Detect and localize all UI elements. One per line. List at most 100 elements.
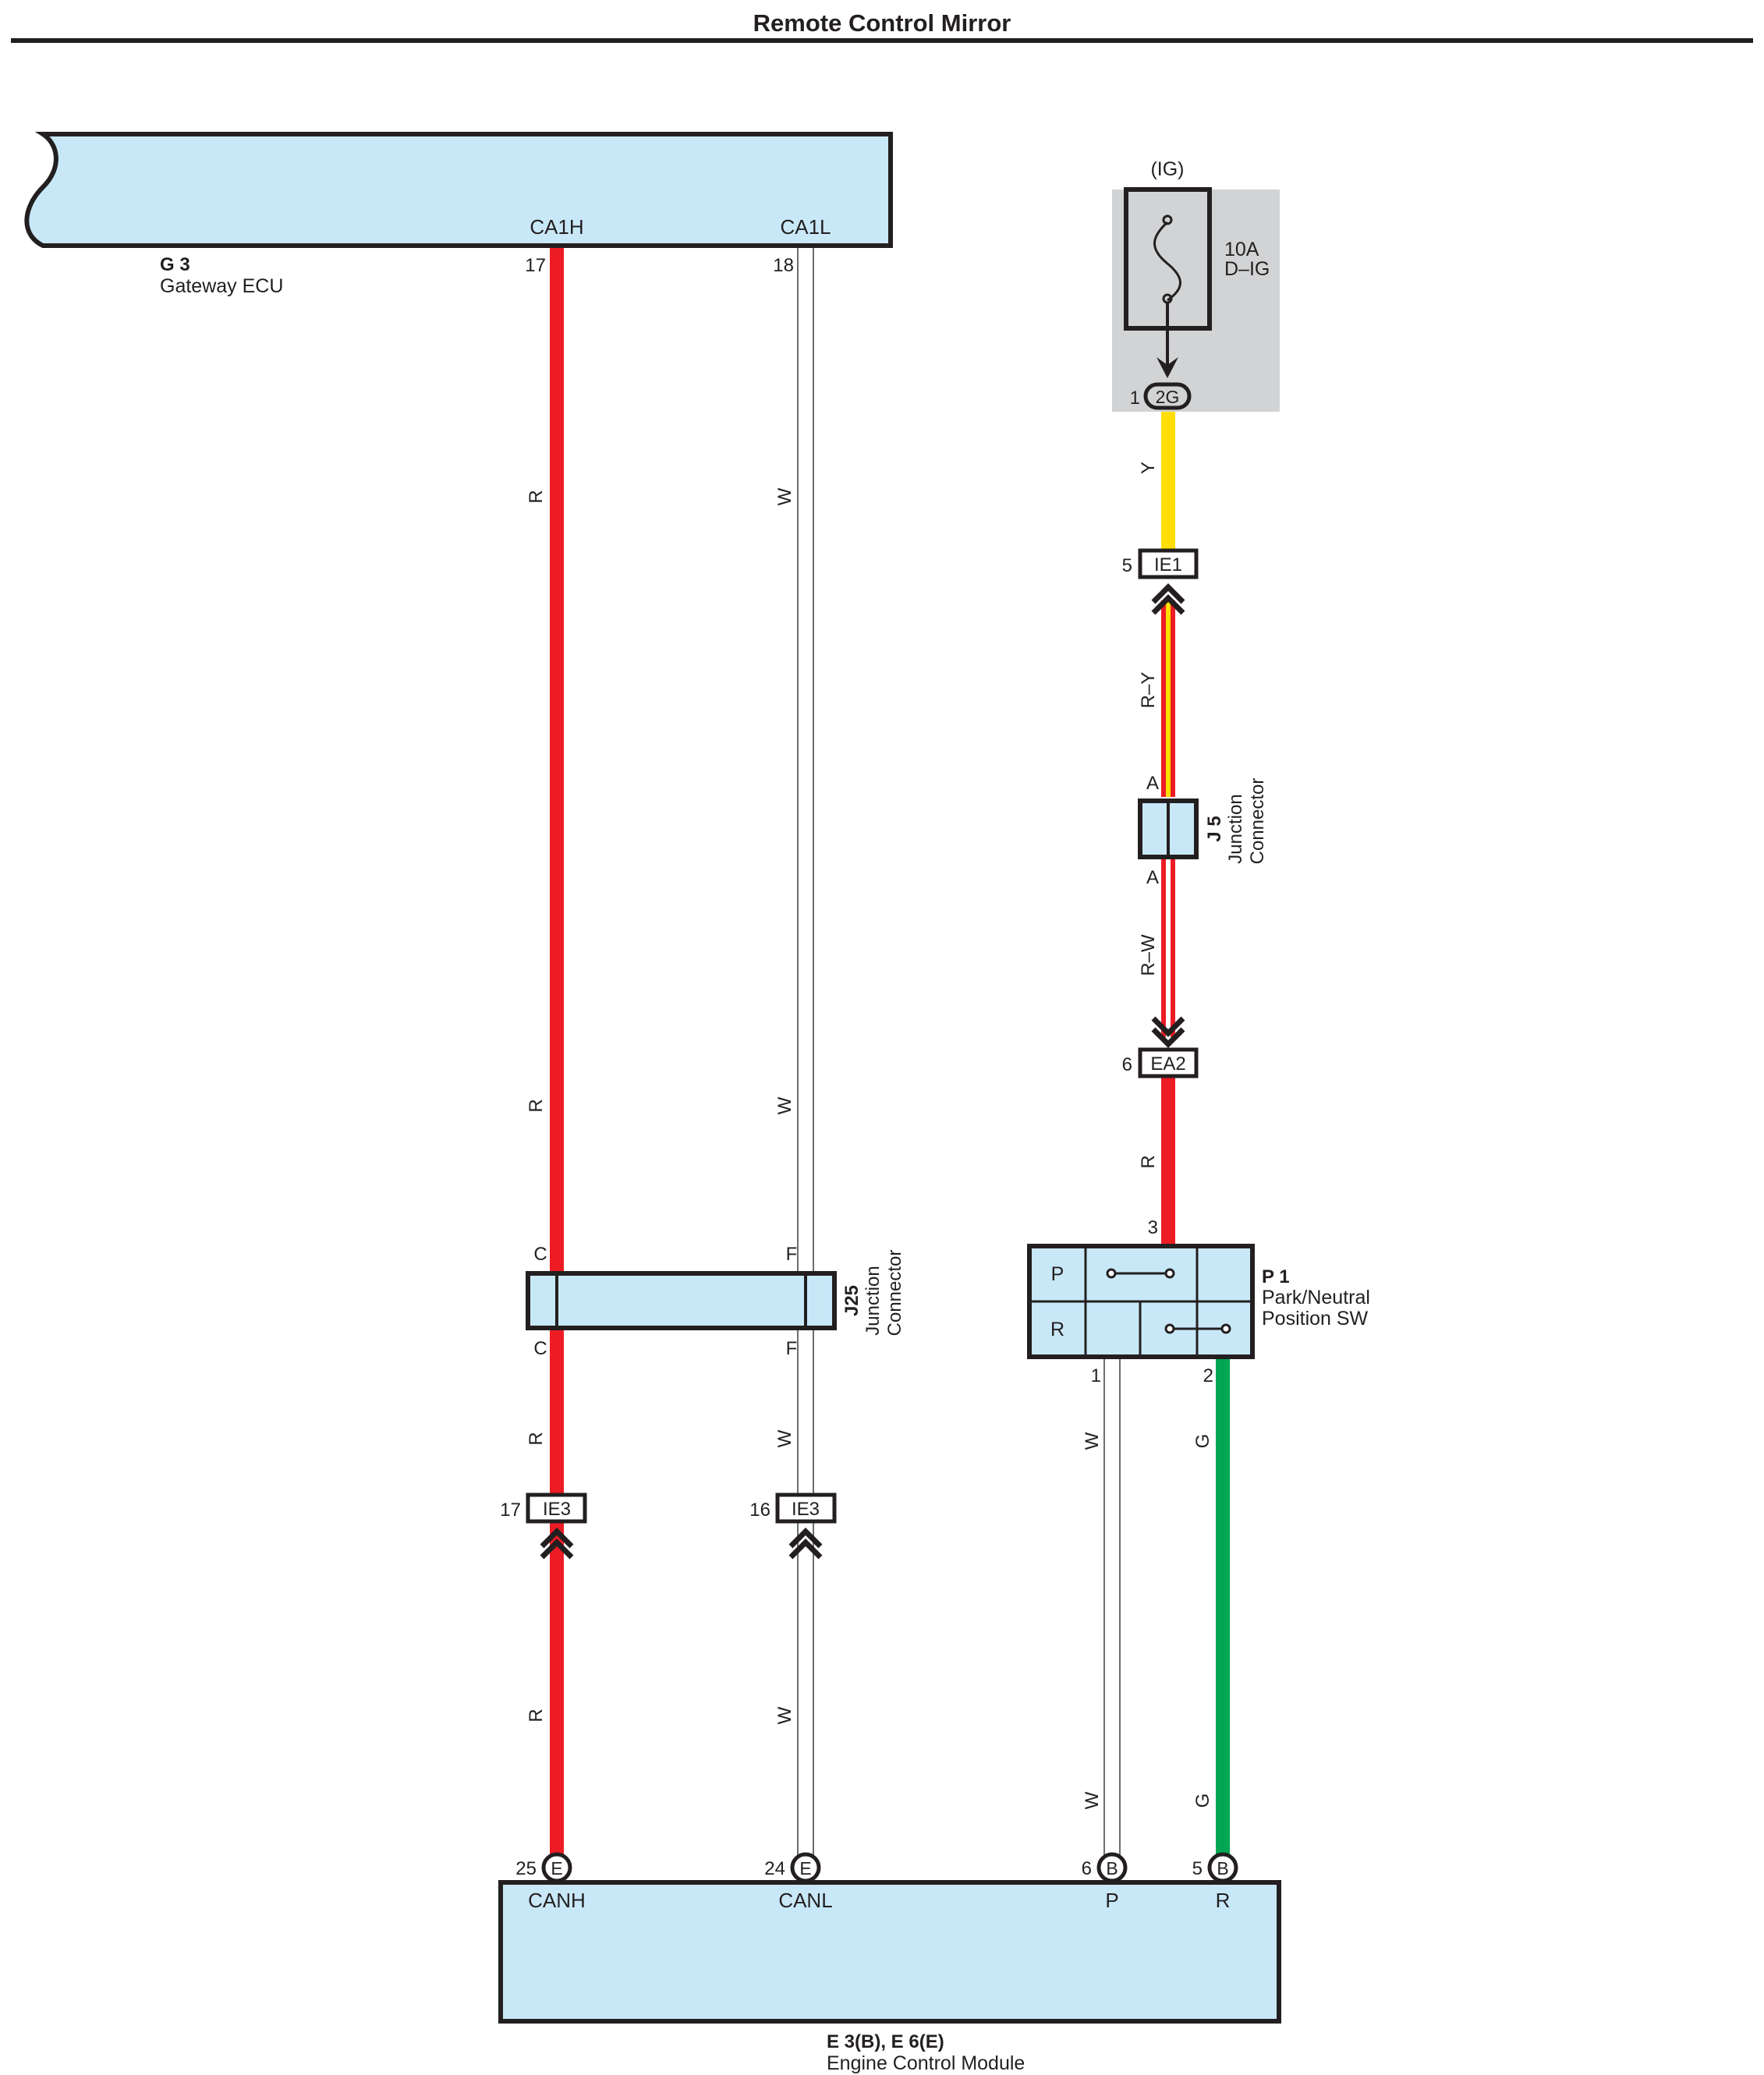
ecm-pin-canl-no: 24 [764, 1858, 785, 1879]
p1-contact-p-icon [1106, 1268, 1175, 1279]
ie3-right-chevron-icon [788, 1528, 823, 1560]
ecm-code: E 3(B), E 6(E) [827, 2031, 944, 2052]
p1-pin-1: 1 [1091, 1365, 1101, 1386]
gateway-ecu-box [24, 132, 893, 248]
wire-label-canh-1: R [526, 490, 547, 503]
wire-label-g-p1-1: G [1192, 1434, 1213, 1449]
ecm-label-canl: CANL [778, 1889, 832, 1912]
fuse-element-icon [1153, 221, 1181, 302]
j25-pin-c-bottom: C [533, 1338, 547, 1359]
wire-label-y: Y [1138, 462, 1159, 474]
p1-row-r: R [1050, 1319, 1064, 1340]
fuse-rating: 10A [1224, 239, 1259, 260]
svg-text:E: E [551, 1858, 562, 1878]
fuse-conn-id: 2G [1156, 387, 1180, 407]
connector-ie3-left [526, 1493, 587, 1524]
ecm-pin-r-conn: B [1207, 1852, 1238, 1883]
ie3-left-chevron-icon [540, 1528, 574, 1560]
j25-code: J25 [841, 1285, 863, 1316]
ecm-label-r: R [1216, 1889, 1231, 1912]
wire-label-canl-4: W [774, 1706, 795, 1724]
wire-label-canl-1: W [774, 487, 795, 505]
fuse-conn-2g [1143, 382, 1192, 410]
svg-text:B: B [1106, 1858, 1118, 1878]
wire-label-canh-2: R [526, 1099, 547, 1112]
wire-label-g-p1-2: G [1192, 1793, 1213, 1808]
connector-ie3-left-pin: 17 [500, 1500, 521, 1521]
wire-label-rw: R–W [1138, 934, 1159, 976]
j25-line2: Connector [884, 1250, 905, 1337]
wire-ig-rw [1161, 858, 1175, 1037]
wire-label-ry: R–Y [1138, 672, 1159, 709]
fuse-source: (IG) [1150, 158, 1184, 180]
j25-pin-c-top: C [533, 1244, 547, 1265]
p1-pin-3: 3 [1148, 1217, 1158, 1238]
connector-ea2-pin: 6 [1122, 1054, 1132, 1075]
wire-p1-green [1216, 1357, 1230, 1868]
fuse-arrow-icon [1157, 357, 1178, 378]
p1-pin-2: 2 [1203, 1365, 1213, 1386]
wire-label-canl-3: W [774, 1429, 795, 1447]
wire-label-canh-3: R [526, 1432, 547, 1445]
j25-box [526, 1271, 837, 1330]
ecm-pin-p-conn: B [1096, 1852, 1128, 1883]
ecm-pin-p-no: 6 [1082, 1858, 1092, 1879]
wire-label-canh-4: R [526, 1709, 547, 1722]
p1-row-p: P [1051, 1263, 1064, 1285]
wire-p1-white [1103, 1357, 1121, 1868]
p1-contact-r-icon [1164, 1323, 1231, 1334]
connector-ie1-id: IE1 [1154, 554, 1182, 575]
fuse-conn-pin: 1 [1130, 388, 1140, 409]
ie1-chevron-icon [1151, 583, 1185, 615]
connector-ea2 [1138, 1047, 1199, 1078]
connector-ie3-left-id: IE3 [543, 1499, 571, 1520]
wire-label-canl-2: W [774, 1096, 795, 1114]
ecm-pin-canh-no: 25 [515, 1858, 537, 1879]
connector-ea2-id: EA2 [1150, 1053, 1185, 1075]
gateway-ecu-pin-ca1h: CA1H [530, 215, 583, 239]
p1-line2: Position SW [1262, 1308, 1369, 1330]
j5-pin-bottom: A [1146, 867, 1159, 888]
ecm-name: Engine Control Module [827, 2052, 1025, 2074]
connector-ie3-right [775, 1493, 837, 1524]
j5-line1: Junction [1225, 794, 1246, 863]
diagram-title: Remote Control Mirror [753, 9, 1011, 37]
wire-label-w-p1-2: W [1082, 1791, 1103, 1809]
j5-code: J 5 [1204, 816, 1225, 841]
svg-text:B: B [1217, 1858, 1228, 1878]
gateway-ecu-pin-18: 18 [773, 255, 794, 276]
gateway-ecu-code: G 3 [160, 254, 190, 275]
gateway-ecu-pin-ca1l: CA1L [780, 215, 831, 239]
connector-ie1 [1138, 548, 1199, 579]
gateway-ecu-pin-17: 17 [525, 255, 546, 276]
svg-text:E: E [799, 1858, 811, 1878]
j25-pin-f-bottom: F [786, 1338, 798, 1359]
wire-label-r-ig: R [1138, 1155, 1159, 1168]
ecm-label-p: P [1105, 1889, 1118, 1912]
ecm-pin-r-no: 5 [1192, 1858, 1203, 1879]
j5-pin-top: A [1146, 773, 1159, 794]
ecm-box [498, 1880, 1281, 2024]
wire-ig-red [1161, 1076, 1175, 1248]
ecm-pin-canh-conn: E [541, 1852, 572, 1883]
wire-label-w-p1-1: W [1082, 1432, 1103, 1450]
p1-code: P 1 [1262, 1266, 1290, 1287]
connector-ie3-right-pin: 16 [749, 1500, 770, 1521]
wire-ig-ry [1161, 600, 1175, 797]
wire-canh [550, 246, 564, 1868]
j5-line2: Connector [1247, 778, 1268, 865]
connector-ie1-pin: 5 [1122, 555, 1132, 576]
wire-canl [797, 246, 814, 1868]
ea2-chevron-icon [1151, 1016, 1185, 1048]
p1-line1: Park/Neutral [1262, 1287, 1370, 1308]
fuse-terminal-top [1162, 214, 1173, 225]
j25-pin-f-top: F [786, 1244, 798, 1265]
wire-ig-yellow [1161, 412, 1175, 552]
ecm-label-canh: CANH [528, 1889, 586, 1912]
fuse-name: D–IG [1224, 258, 1270, 280]
ecm-pin-canl-conn: E [790, 1852, 821, 1883]
j25-line1: Junction [863, 1266, 884, 1335]
connector-ie3-right-id: IE3 [792, 1499, 820, 1520]
gateway-ecu-name: Gateway ECU [160, 275, 283, 297]
